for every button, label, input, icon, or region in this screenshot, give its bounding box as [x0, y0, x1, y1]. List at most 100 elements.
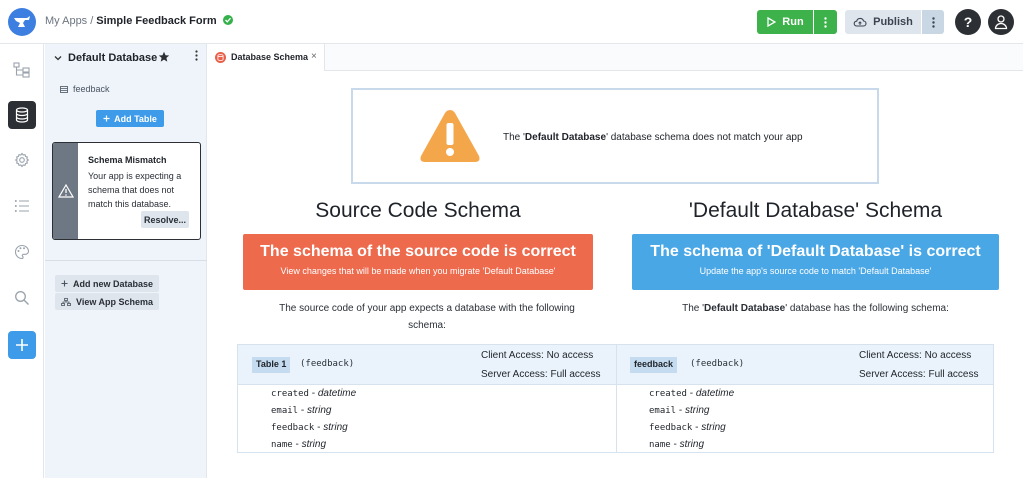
plus-icon: [16, 339, 28, 351]
source-field-row: created - datetime: [271, 388, 357, 399]
settings-button[interactable]: [8, 146, 36, 174]
breadcrumb-separator: /: [90, 15, 94, 27]
database-field-row: feedback - string: [649, 422, 726, 433]
search-icon: [15, 291, 29, 305]
help-icon: ?: [963, 14, 973, 30]
database-correct-heading: The schema of 'Default Database' is corr…: [650, 243, 981, 260]
anvil-logo-icon[interactable]: [8, 8, 36, 36]
plus-icon: [61, 280, 68, 287]
database-panel-header: Default Database: [45, 44, 207, 72]
app-tree-icon: [13, 62, 30, 78]
source-table-subname: (feedback): [300, 359, 355, 369]
database-title[interactable]: Default Database: [68, 52, 158, 64]
publish-label: Publish: [873, 16, 913, 28]
outline-button[interactable]: [8, 192, 36, 220]
mismatch-text: Your app is expecting a schema that does…: [88, 171, 182, 209]
help-button[interactable]: ?: [955, 9, 981, 35]
source-client-access: Client Access: No access: [481, 350, 594, 361]
source-correct-heading: The schema of the source code is correct: [260, 243, 576, 260]
database-desc-db-name: Default Database: [704, 303, 786, 314]
add-table-label: Add Table: [114, 113, 157, 124]
editor-tab-strip: Database Schema ×: [208, 44, 1023, 71]
view-app-schema-label: View App Schema: [76, 296, 154, 307]
database-field-row: name - string: [649, 439, 705, 450]
database-icon: [15, 107, 29, 123]
tab-label: Database Schema: [231, 52, 309, 62]
table-item-label: feedback: [73, 84, 110, 94]
source-table-name: Table 1: [252, 357, 291, 373]
database-correct-subtext: Update the app's source code to match 'D…: [699, 266, 932, 276]
cloud-upload-icon: [853, 17, 867, 27]
database-panel: Default Database feedback Add Table Sche…: [45, 44, 207, 478]
user-icon: [994, 15, 1008, 30]
source-correct-subtext: View changes that will be made when you …: [280, 266, 556, 276]
database-client-access: Client Access: No access: [859, 350, 972, 361]
resolve-button[interactable]: Resolve...: [141, 211, 189, 228]
schema-tree-icon: [61, 297, 71, 306]
data-tables-button[interactable]: [8, 101, 36, 129]
warning-triangle-icon: [420, 110, 480, 162]
source-field-row: feedback - string: [271, 422, 348, 433]
play-icon: [767, 17, 777, 27]
schema-column-divider: [616, 345, 617, 452]
warning-icon: [57, 184, 74, 198]
app-name[interactable]: Simple Feedback Form: [96, 15, 217, 27]
database-schema-tab-icon: [215, 52, 226, 63]
app-browser-button[interactable]: [8, 56, 36, 84]
database-schema-description: The 'Default Database' database has the …: [682, 303, 949, 314]
warning-db-name: Default Database: [524, 132, 607, 143]
database-options-button[interactable]: [195, 50, 198, 64]
view-app-schema-button[interactable]: View App Schema: [55, 293, 160, 310]
source-server-access: Server Access: Full access: [481, 369, 601, 380]
add-new-database-button[interactable]: Add new Database: [55, 275, 160, 292]
breadcrumb-my-apps[interactable]: My Apps: [45, 15, 88, 27]
mismatch-stripe: [53, 143, 78, 239]
search-button[interactable]: [8, 284, 36, 312]
database-correct-button[interactable]: The schema of 'Default Database' is corr…: [632, 234, 999, 290]
schema-warning-text: The 'Default Database' database schema d…: [503, 132, 803, 143]
add-new-database-label: Add new Database: [73, 278, 154, 289]
schema-mismatch-card: Schema Mismatch Your app is expecting a …: [52, 142, 201, 240]
schema-warning-box: The 'Default Database' database schema d…: [351, 88, 879, 184]
close-tab-icon[interactable]: ×: [311, 51, 317, 62]
kebab-icon: [824, 16, 827, 28]
database-table-subname: (feedback): [690, 359, 745, 369]
star-icon[interactable]: [158, 51, 170, 66]
kebab-icon: [931, 16, 935, 28]
schema-comparison-table: Table 1 (feedback) Client Access: No acc…: [237, 344, 994, 453]
source-code-correct-button[interactable]: The schema of the source code is correct…: [243, 234, 593, 290]
tab-database-schema[interactable]: Database Schema ×: [208, 44, 325, 71]
list-icon: [14, 200, 29, 212]
source-schema-title: Source Code Schema: [315, 199, 521, 222]
saved-check-icon: [222, 15, 233, 25]
palette-icon: [14, 244, 30, 260]
table-item-feedback[interactable]: feedback: [60, 84, 110, 94]
user-account-button[interactable]: [988, 9, 1014, 35]
top-bar: My Apps/Simple Feedback Form Run Publish…: [0, 0, 1023, 44]
breadcrumb: My Apps/Simple Feedback Form: [45, 15, 233, 27]
panel-divider: [45, 260, 207, 261]
plus-icon: [103, 115, 110, 122]
run-options-button[interactable]: [814, 10, 837, 34]
publish-options-button[interactable]: [922, 10, 944, 34]
theme-button[interactable]: [8, 238, 36, 266]
run-label: Run: [782, 16, 804, 28]
database-field-row: created - datetime: [649, 388, 735, 399]
source-field-row: email - string: [271, 405, 332, 416]
source-schema-description: The source code of your app expects a da…: [279, 303, 575, 331]
gear-icon: [14, 152, 30, 168]
left-rail: [0, 44, 44, 478]
database-schema-title: 'Default Database' Schema: [688, 199, 943, 222]
database-server-access: Server Access: Full access: [859, 369, 979, 380]
schema-table-header: Table 1 (feedback) Client Access: No acc…: [238, 345, 993, 385]
source-field-row: name - string: [271, 439, 327, 450]
publish-button[interactable]: Publish: [845, 10, 921, 34]
add-table-button[interactable]: Add Table: [96, 110, 164, 127]
run-button[interactable]: Run: [757, 10, 813, 34]
add-feature-button[interactable]: [8, 331, 36, 359]
database-field-row: email - string: [649, 405, 710, 416]
database-table-name: feedback: [630, 357, 678, 373]
kebab-icon: [195, 50, 198, 61]
mismatch-title: Schema Mismatch: [88, 155, 167, 165]
chevron-down-icon[interactable]: [53, 52, 63, 66]
